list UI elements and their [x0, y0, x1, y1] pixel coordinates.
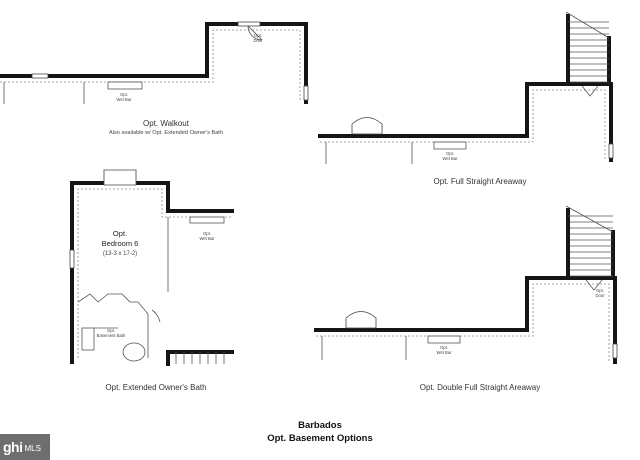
bedroom-window [69, 249, 75, 269]
svg-text:Wet Bar: Wet Bar [436, 350, 452, 355]
bath-shower [81, 327, 95, 351]
plan-caption: Opt. Basement Options [267, 433, 373, 444]
svg-text:Opt.: Opt. [120, 92, 128, 97]
areaway-fireplace [351, 117, 383, 135]
mls-logo-mark: ghi [3, 439, 23, 455]
walkout-subtitle: Also available w/ Opt. Extended Owner's … [109, 130, 223, 136]
bedroom-label-1: Opt. [113, 229, 127, 238]
bedroom-wet-bar [189, 216, 225, 224]
svg-text:Opt.: Opt. [446, 151, 454, 156]
svg-text:Opt.: Opt. [596, 288, 604, 293]
walkout-door-swing [247, 25, 263, 41]
areaway-wet-bar [433, 141, 467, 150]
svg-text:Opt.: Opt. [254, 33, 262, 38]
walkout-window [31, 73, 49, 79]
double-areaway-wet-bar [427, 335, 461, 344]
bedroom-label-2: Bedroom 6 [102, 239, 139, 248]
walkout-door-opening [237, 21, 261, 27]
svg-text:Opt.: Opt. [107, 328, 115, 333]
areaway-door-swing [581, 85, 599, 97]
extended-bath-plan: Opt. Bedroom 6 (13-3 x 17-2) Opt. Wet Ba… [69, 169, 234, 392]
walkout-title: Opt. Walkout [143, 119, 190, 128]
svg-text:Opt.: Opt. [440, 345, 448, 350]
svg-text:Opt.: Opt. [203, 231, 211, 236]
bedroom-dimensions: (13-3 x 17-2) [103, 251, 137, 257]
mls-logo-text: MLS [24, 444, 41, 453]
walkout-wet-bar [107, 81, 143, 90]
areaway-stairs [568, 21, 609, 83]
svg-text:Wet Bar: Wet Bar [116, 97, 132, 102]
svg-text:Basement Bath: Basement Bath [97, 333, 126, 338]
svg-text:Wet Bar: Wet Bar [199, 236, 215, 241]
svg-text:Wet Bar: Wet Bar [442, 156, 458, 161]
full-areaway-title: Opt. Full Straight Areaway [434, 177, 527, 186]
extended-bath-title: Opt. Extended Owner's Bath [105, 383, 206, 392]
double-areaway-plan: Opt. Door Opt. Wet Bar Opt. Double Full … [314, 205, 618, 392]
double-areaway-stairs [568, 215, 613, 277]
full-areaway-plan: Opt. Wet Bar Opt. Full Straight Areaway [318, 11, 614, 186]
bath-door-swing [151, 309, 161, 323]
svg-text:Door: Door [595, 293, 605, 298]
bath-stairs [175, 352, 225, 364]
bath-tub [122, 342, 146, 362]
walkout-plan: Opt. Door Opt. Wet Bar Opt. Walkout Also… [0, 21, 309, 136]
double-areaway-title: Opt. Double Full Straight Areaway [420, 383, 541, 392]
bath-partition [77, 293, 149, 358]
double-areaway-fireplace [345, 311, 377, 329]
mls-watermark-logo: ghi MLS [0, 434, 50, 460]
bedroom-fireplace [103, 169, 137, 186]
model-name: Barbados [298, 420, 342, 431]
double-areaway-door-swing [585, 279, 603, 291]
svg-text:Door: Door [253, 38, 263, 43]
